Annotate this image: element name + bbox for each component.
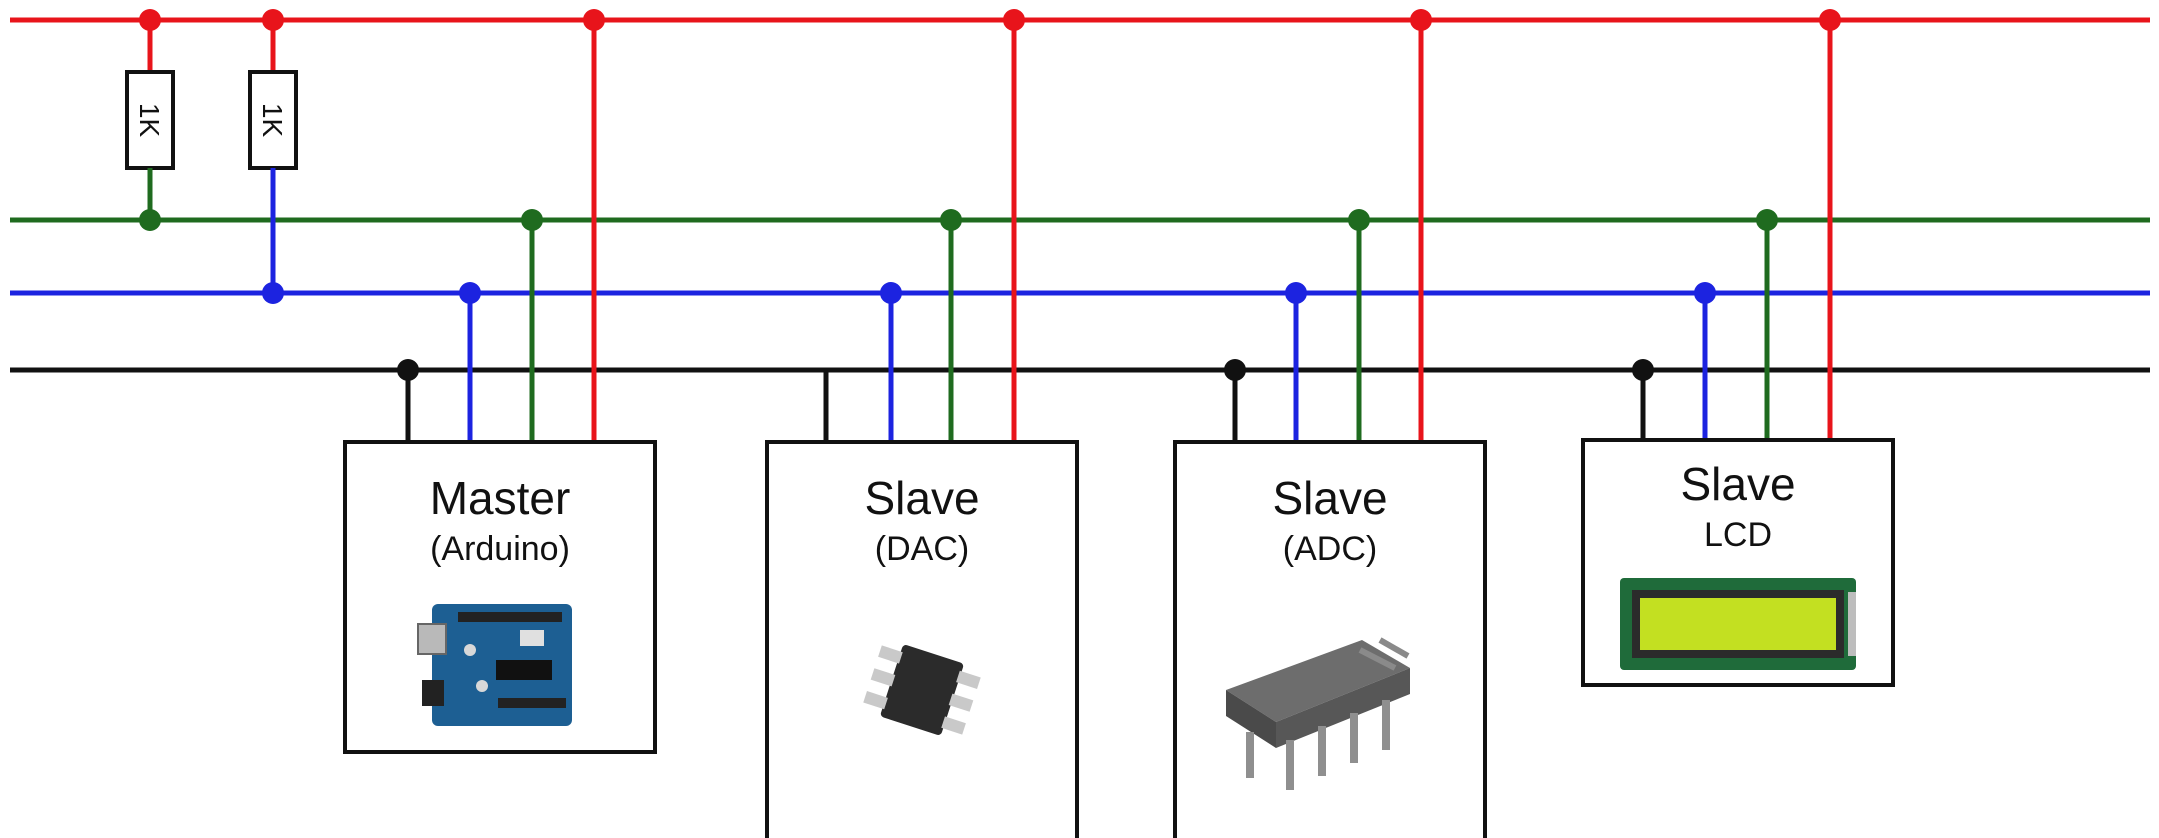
- device-subtitle: (Arduino): [430, 530, 570, 568]
- dac-wires: [823, 20, 1017, 442]
- device-title: Slave: [864, 472, 979, 524]
- dac-device-box: Slave (DAC): [765, 440, 1079, 838]
- device-subtitle: (ADC): [1283, 530, 1377, 568]
- junction-dot: [1224, 359, 1246, 381]
- junction-dots: [139, 9, 1841, 381]
- junction-dot: [459, 282, 481, 304]
- junction-dot: [1410, 9, 1432, 31]
- junction-dot: [1694, 282, 1716, 304]
- device-subtitle: LCD: [1704, 516, 1772, 554]
- junction-dot: [583, 9, 605, 31]
- junction-dot: [262, 282, 284, 304]
- junction-dot: [880, 282, 902, 304]
- resistor-label: 1K: [257, 103, 288, 138]
- arduino-board-icon: [417, 604, 572, 726]
- junction-dot: [940, 209, 962, 231]
- adc-device-box: Slave (ADC): [1173, 440, 1487, 838]
- dip8-chip-icon: [1226, 637, 1410, 790]
- device-title: Slave: [1680, 458, 1795, 510]
- pullup-resistor-2: 1K: [248, 20, 298, 293]
- junction-dot: [1819, 9, 1841, 31]
- junction-dot: [397, 359, 419, 381]
- lcd-device-box: Slave LCD: [1581, 438, 1895, 687]
- junction-dot: [521, 209, 543, 231]
- device-subtitle: (DAC): [875, 530, 969, 568]
- master-device-box: Master (Arduino): [343, 440, 657, 754]
- resistor-label: 1K: [134, 103, 165, 138]
- lcd-display-icon: [1620, 578, 1856, 670]
- junction-dot: [1285, 282, 1307, 304]
- junction-dot: [1348, 209, 1370, 231]
- junction-dot: [1003, 9, 1025, 31]
- device-title: Master: [430, 472, 571, 524]
- adc-wires: [1232, 20, 1424, 442]
- lcd-wires: [1640, 20, 1833, 440]
- junction-dot: [262, 9, 284, 31]
- master-wires: [405, 20, 597, 442]
- junction-dot: [1632, 359, 1654, 381]
- junction-dot: [139, 9, 161, 31]
- sot23-chip-icon: [863, 645, 981, 735]
- junction-dot: [139, 209, 161, 231]
- device-title: Slave: [1272, 472, 1387, 524]
- pullup-resistor-1: 1K: [125, 20, 175, 220]
- junction-dot: [1756, 209, 1778, 231]
